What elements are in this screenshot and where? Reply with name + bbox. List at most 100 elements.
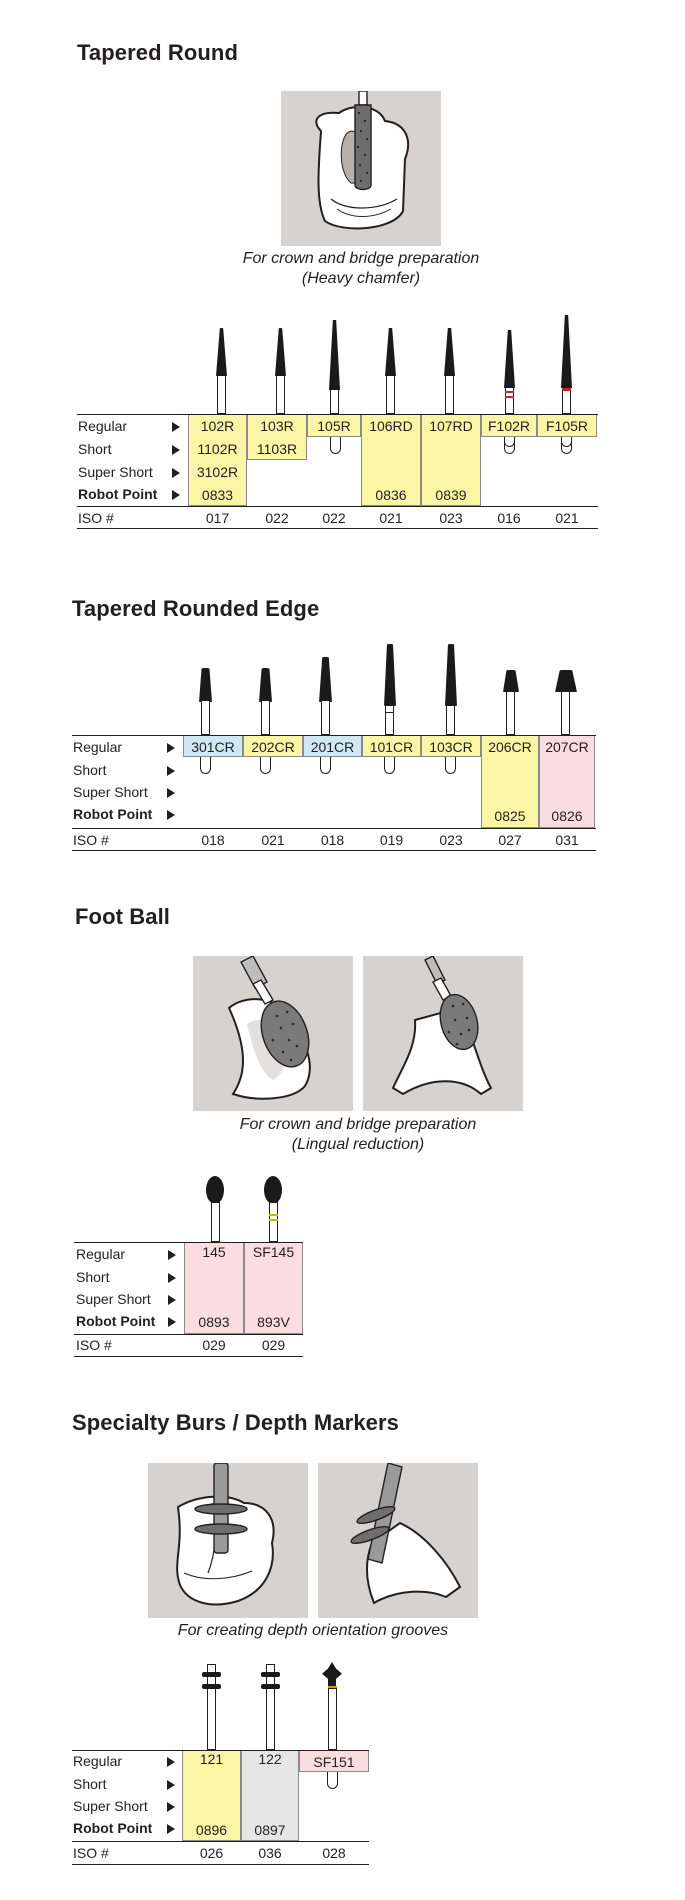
- cell-145: 145: [202, 1244, 226, 1260]
- row-arrow-icon: [172, 445, 180, 455]
- iso-value: 036: [258, 1845, 282, 1861]
- row-arrow-icon: [168, 1273, 176, 1283]
- cell-102r: 102R: [200, 418, 235, 434]
- row-label-short: Short: [73, 1776, 107, 1792]
- row-arrow-icon: [167, 766, 175, 776]
- column-box: [361, 414, 421, 506]
- caption-line: For crown and bridge preparation: [242, 250, 480, 267]
- iso-value: 023: [439, 832, 463, 848]
- iso-value: 031: [555, 832, 579, 848]
- row-label-robot-point: Robot Point: [73, 1820, 153, 1836]
- section-title-foot-ball: Foot Ball: [75, 904, 171, 929]
- row-arrow-icon: [172, 490, 180, 500]
- row-label-robot-point: Robot Point: [78, 486, 158, 502]
- row-label-short: Short: [73, 762, 107, 778]
- caption-foot-ball: For crown and bridge preparation (Lingua…: [208, 1115, 508, 1155]
- cell-1103r: 1103R: [256, 441, 298, 457]
- row-label-super-short: Super Short: [73, 784, 148, 800]
- iso-value: 026: [199, 1845, 224, 1861]
- cell-f102r: F102R: [487, 418, 531, 434]
- iso-value: 028: [322, 1845, 346, 1861]
- column-box: [539, 735, 595, 828]
- row-arrow-icon: [172, 468, 180, 478]
- cell-0826: 0826: [551, 808, 583, 824]
- illustration-foot-ball-2: [363, 956, 523, 1111]
- column-box: [481, 735, 539, 828]
- iso-value: 021: [261, 832, 285, 848]
- iso-value: 018: [320, 832, 345, 848]
- row-label-iso: ISO #: [73, 832, 109, 848]
- iso-value: 029: [261, 1337, 286, 1353]
- iso-value: 022: [265, 510, 289, 526]
- cell-sf151: SF151: [313, 1754, 355, 1770]
- illustration-specialty-1: [148, 1463, 308, 1618]
- cell-893v: 893V: [257, 1314, 290, 1330]
- section-title-specialty: Specialty Burs / Depth Markers: [72, 1410, 400, 1435]
- cell-1102r: 1102R: [197, 441, 238, 457]
- row-label-short: Short: [78, 441, 112, 457]
- cell-207cr: 207CR: [545, 739, 589, 755]
- iso-value: 021: [555, 510, 579, 526]
- row-label-super-short: Super Short: [76, 1291, 151, 1307]
- row-arrow-icon: [168, 1250, 176, 1260]
- iso-value: 027: [498, 832, 522, 848]
- illustration-foot-ball-1: [193, 956, 353, 1111]
- cell-105r: 105R: [317, 418, 351, 434]
- cell-106rd: 106RD: [369, 418, 413, 434]
- row-arrow-icon: [167, 1802, 175, 1812]
- caption-line: For crown and bridge preparation: [239, 1116, 477, 1133]
- cell-103r: 103R: [260, 418, 294, 434]
- row-label-iso: ISO #: [73, 1845, 109, 1861]
- row-arrow-icon: [168, 1295, 176, 1305]
- iso-value: 022: [322, 510, 346, 526]
- section-title-tapered-rounded-edge: Tapered Rounded Edge: [72, 596, 320, 621]
- row-label-regular: Regular: [73, 739, 123, 755]
- row-arrow-icon: [168, 1317, 176, 1327]
- cell-0825: 0825: [494, 808, 526, 824]
- cell-122: 122: [258, 1751, 282, 1767]
- row-arrow-icon: [167, 788, 175, 798]
- column-box: [421, 414, 481, 506]
- cell-301cr: 301CR: [191, 739, 235, 755]
- iso-value: 017: [205, 510, 230, 526]
- cell-201cr: 201CR: [310, 739, 355, 755]
- section-title-tapered-round: Tapered Round: [77, 40, 239, 65]
- row-label-super-short: Super Short: [78, 464, 153, 480]
- row-label-short: Short: [76, 1269, 110, 1285]
- row-arrow-icon: [167, 1824, 175, 1834]
- cell-0839: 0839: [435, 487, 467, 503]
- cell-3102r: 3102R: [196, 464, 239, 480]
- cell-0833: 0833: [201, 487, 234, 503]
- iso-value: 021: [379, 510, 403, 526]
- row-label-robot-point: Robot Point: [73, 806, 153, 822]
- cell-121: 121: [199, 1751, 224, 1767]
- column-box: [241, 1750, 299, 1841]
- row-label-super-short: Super Short: [73, 1798, 148, 1814]
- row-label-robot-point: Robot Point: [76, 1313, 156, 1329]
- caption-line: (Lingual reduction): [291, 1136, 425, 1153]
- column-box: [244, 1242, 303, 1334]
- iso-value: 023: [439, 510, 463, 526]
- row-arrow-icon: [167, 743, 175, 753]
- cell-f105r: F105R: [545, 418, 589, 434]
- column-box: [184, 1242, 244, 1334]
- iso-value: 019: [379, 832, 404, 848]
- column-box: [188, 414, 247, 506]
- caption-line: For creating depth orientation grooves: [177, 1622, 449, 1639]
- row-label-iso: ISO #: [78, 510, 114, 526]
- row-arrow-icon: [167, 1757, 175, 1767]
- row-arrow-icon: [167, 1780, 175, 1790]
- row-label-regular: Regular: [78, 418, 128, 434]
- iso-value: 029: [202, 1337, 226, 1353]
- cell-103cr: 103CR: [429, 739, 473, 755]
- cell-101cr: 101CR: [369, 739, 414, 755]
- iso-value: 016: [497, 510, 521, 526]
- illustration-specialty-2: [318, 1463, 478, 1618]
- cell-107rd: 107RD: [429, 418, 473, 434]
- cell-206cr: 206CR: [488, 739, 532, 755]
- row-arrow-icon: [167, 810, 175, 820]
- cell-0836: 0836: [375, 487, 407, 503]
- column-box: [247, 414, 307, 460]
- row-label-iso: ISO #: [76, 1337, 112, 1353]
- row-label-regular: Regular: [76, 1246, 126, 1262]
